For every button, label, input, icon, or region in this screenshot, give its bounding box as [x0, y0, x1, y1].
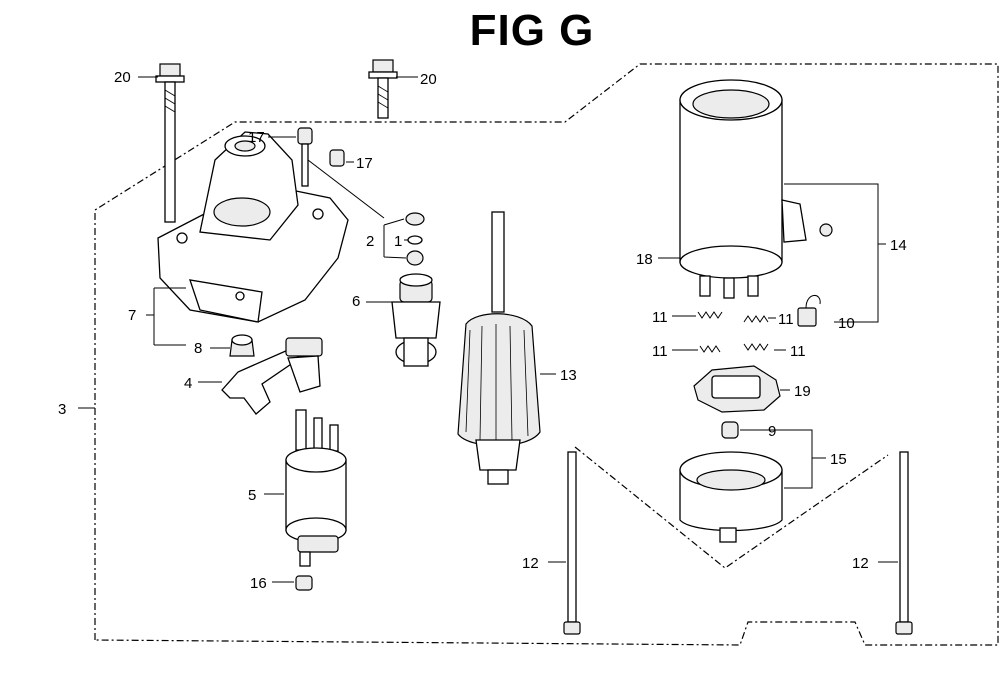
assembly-boundary — [94, 63, 999, 646]
bushing-9 — [721, 421, 739, 439]
callout-11-c: 11 — [652, 343, 668, 360]
through-bolt-12-right — [895, 451, 913, 635]
callout-1: 1 — [394, 233, 402, 250]
through-bolt-12-left — [563, 451, 581, 635]
callout-20-right: 20 — [420, 71, 437, 88]
spring-11-d — [743, 343, 769, 351]
bolt-20-left — [155, 63, 185, 223]
solenoid-5 — [285, 409, 347, 567]
callout-12-left: 12 — [522, 555, 539, 572]
nut-16 — [295, 575, 313, 591]
spring-11-b — [743, 315, 769, 323]
callout-labels: 20 20 17 17 2 1 6 7 8 4 3 5 16 13 12 12 … — [58, 69, 907, 592]
brush-10 — [797, 295, 821, 327]
callout-16: 16 — [250, 575, 267, 592]
callout-3: 3 — [58, 401, 66, 418]
dust-cap-8 — [229, 334, 255, 357]
spring-11-c — [699, 345, 721, 353]
front-housing-7 — [157, 131, 349, 323]
end-cover-15 — [679, 451, 783, 543]
page-title: FIG G — [469, 6, 595, 55]
callout-7: 7 — [128, 307, 136, 324]
end-cover-boundary — [574, 446, 889, 569]
callout-15: 15 — [830, 451, 847, 468]
nut-17-b — [329, 149, 345, 167]
pinion-gear-6 — [391, 273, 441, 367]
spring-11-a — [697, 311, 723, 319]
washer-set-1-2 — [405, 212, 425, 266]
callout-20-left: 20 — [114, 69, 131, 86]
callout-11-a: 11 — [652, 309, 668, 326]
callout-11-b: 11 — [778, 311, 794, 328]
bolt-20-right — [368, 59, 398, 119]
callout-2: 2 — [366, 233, 374, 250]
nut-17-a — [297, 127, 313, 187]
callout-14: 14 — [890, 237, 907, 254]
callout-18: 18 — [636, 251, 653, 268]
yoke-18 — [679, 79, 833, 299]
callout-6: 6 — [352, 293, 360, 310]
callout-13: 13 — [560, 367, 577, 384]
callout-5: 5 — [248, 487, 256, 504]
leader-lines — [78, 76, 898, 583]
callout-17-a: 17 — [248, 129, 265, 146]
brush-holder-19 — [693, 365, 781, 413]
callout-9: 9 — [768, 423, 776, 440]
shift-lever-4 — [221, 337, 323, 415]
callout-19: 19 — [794, 383, 811, 400]
callout-11-d: 11 — [790, 343, 806, 360]
armature-13 — [457, 211, 541, 485]
callout-4: 4 — [184, 375, 192, 392]
callout-12-right: 12 — [852, 555, 869, 572]
callout-8: 8 — [194, 340, 202, 357]
callout-10: 10 — [838, 315, 855, 332]
callout-17-b: 17 — [356, 155, 373, 172]
